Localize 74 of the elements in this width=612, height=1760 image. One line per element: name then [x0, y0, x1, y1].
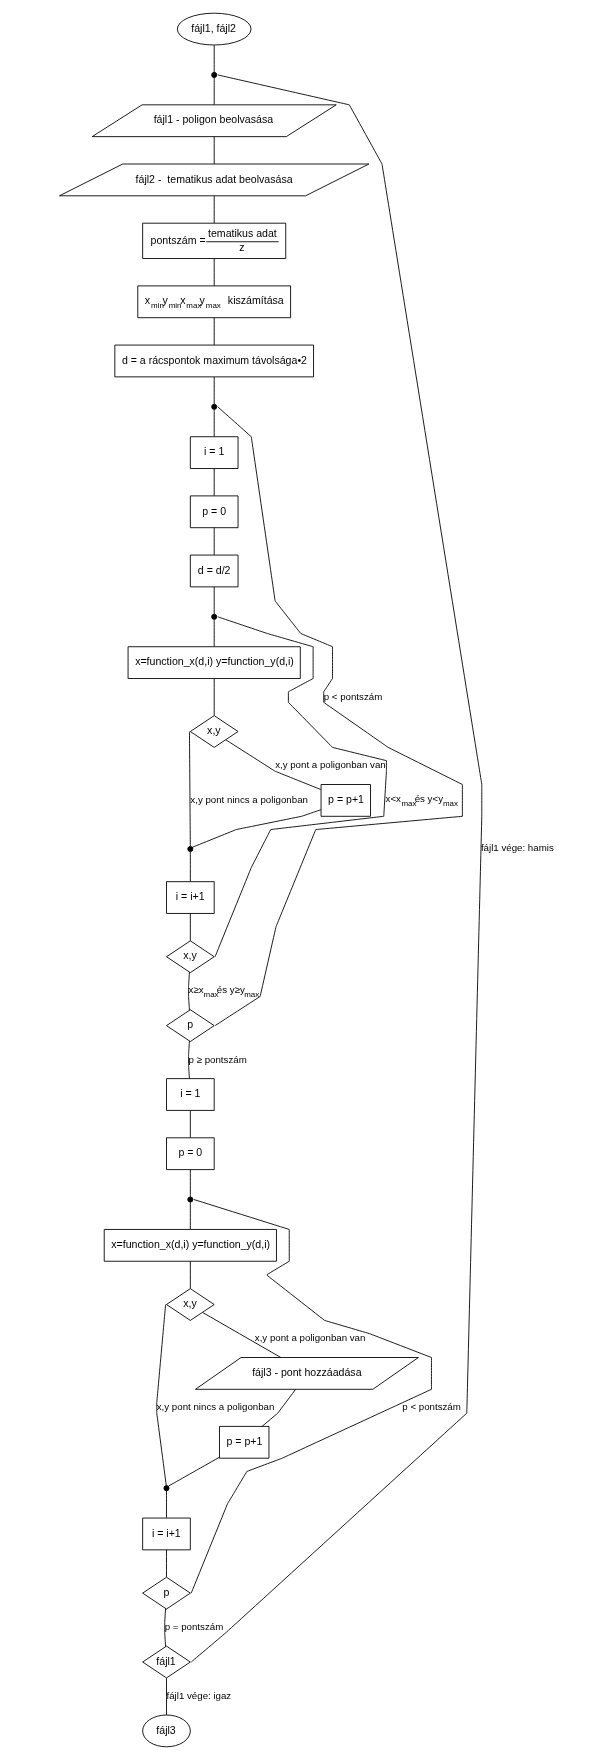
connector	[213, 195, 215, 224]
edge-label: p < pontszám	[402, 1401, 461, 1413]
node-dot	[163, 1485, 170, 1492]
edge-label: x,y pont nincs a poligonban	[156, 1401, 275, 1413]
node-box: p = 0	[166, 1137, 215, 1171]
connector	[213, 619, 215, 647]
edge-label: p = pontszám	[164, 1621, 224, 1633]
connector	[189, 913, 191, 942]
edge-label: x,y pont nincs a poligonban	[190, 793, 308, 805]
edge-label: x,y pont a poligonban van	[275, 759, 386, 771]
connector	[213, 317, 215, 346]
node-box: x$_{min}$y$_{min}$x$_{max}$y$_{max}$ kiszámítása	[137, 285, 292, 319]
node-diamond: p	[142, 1576, 191, 1610]
node-box: i = 1	[166, 1078, 215, 1111]
edge-label: fájl1 vége: hamis	[480, 842, 554, 854]
edge-label: p ≥ pontszám	[188, 1053, 247, 1065]
edge-label: x≥x$_{max}$és y≥y$_{max}$	[188, 983, 260, 1000]
node-box: p = 0	[189, 495, 239, 529]
connector	[213, 678, 215, 716]
connector	[202, 1312, 282, 1358]
connector	[188, 1040, 190, 1079]
node-box: p = p+1	[219, 1425, 270, 1459]
connector	[213, 586, 215, 615]
connector	[189, 1110, 191, 1139]
node-dot	[211, 71, 218, 78]
connector	[189, 1201, 191, 1230]
node-diamond: x,y	[189, 715, 239, 748]
connector	[214, 406, 463, 1027]
connector	[166, 1549, 167, 1578]
connector	[189, 731, 191, 847]
node-ellipse: fájl3	[142, 1714, 191, 1748]
connector	[189, 1169, 191, 1198]
node-diamond: fájl1	[142, 1645, 191, 1679]
connector	[191, 809, 322, 848]
connector	[261, 1389, 296, 1427]
connector	[168, 1456, 220, 1487]
connector	[214, 616, 387, 958]
node-ellipse: fájl1, fájl2	[176, 12, 252, 46]
connector	[190, 1199, 432, 1594]
connector	[213, 376, 215, 405]
connector	[164, 1608, 166, 1648]
node-diamond: x,y	[166, 940, 215, 974]
node-dot	[187, 846, 194, 852]
node-diamond: x,y	[166, 1288, 215, 1321]
connector	[213, 527, 215, 556]
connector	[213, 77, 215, 105]
connector	[188, 971, 190, 1011]
connector	[225, 739, 322, 790]
connector	[190, 74, 483, 1663]
node-dot	[211, 403, 218, 410]
node-box: i = i+1	[142, 1517, 191, 1551]
connector	[213, 44, 215, 73]
edge-label: x<x$_{max}$és y<y$_{max}$	[385, 792, 458, 809]
node-box: d = a rácspontok maximum távolsága•2	[114, 344, 314, 378]
connector	[189, 1260, 191, 1289]
node-box: p = p+1	[320, 784, 371, 817]
edge-label: x,y pont a poligonban van	[254, 1332, 366, 1344]
node-box: x=function_x(d,i) y=function_y(d,i)	[127, 646, 301, 679]
node-box: i = 1	[189, 436, 239, 469]
node-dot	[187, 1196, 194, 1203]
node-box: x=function_x(d,i) y=function_y(d,i)	[103, 1229, 277, 1262]
connector	[166, 1490, 167, 1519]
connector	[189, 851, 191, 882]
node-diamond: p	[166, 1009, 215, 1042]
connector	[213, 136, 215, 165]
node-box: i = i+1	[166, 881, 215, 914]
node-box: d = d/2	[189, 554, 239, 588]
node-dot	[211, 613, 218, 620]
connector	[213, 468, 215, 497]
edge-label: p < pontszám	[323, 690, 383, 702]
connector	[156, 1304, 167, 1486]
connector	[213, 409, 215, 437]
connector	[166, 1677, 167, 1716]
connector	[213, 258, 215, 287]
